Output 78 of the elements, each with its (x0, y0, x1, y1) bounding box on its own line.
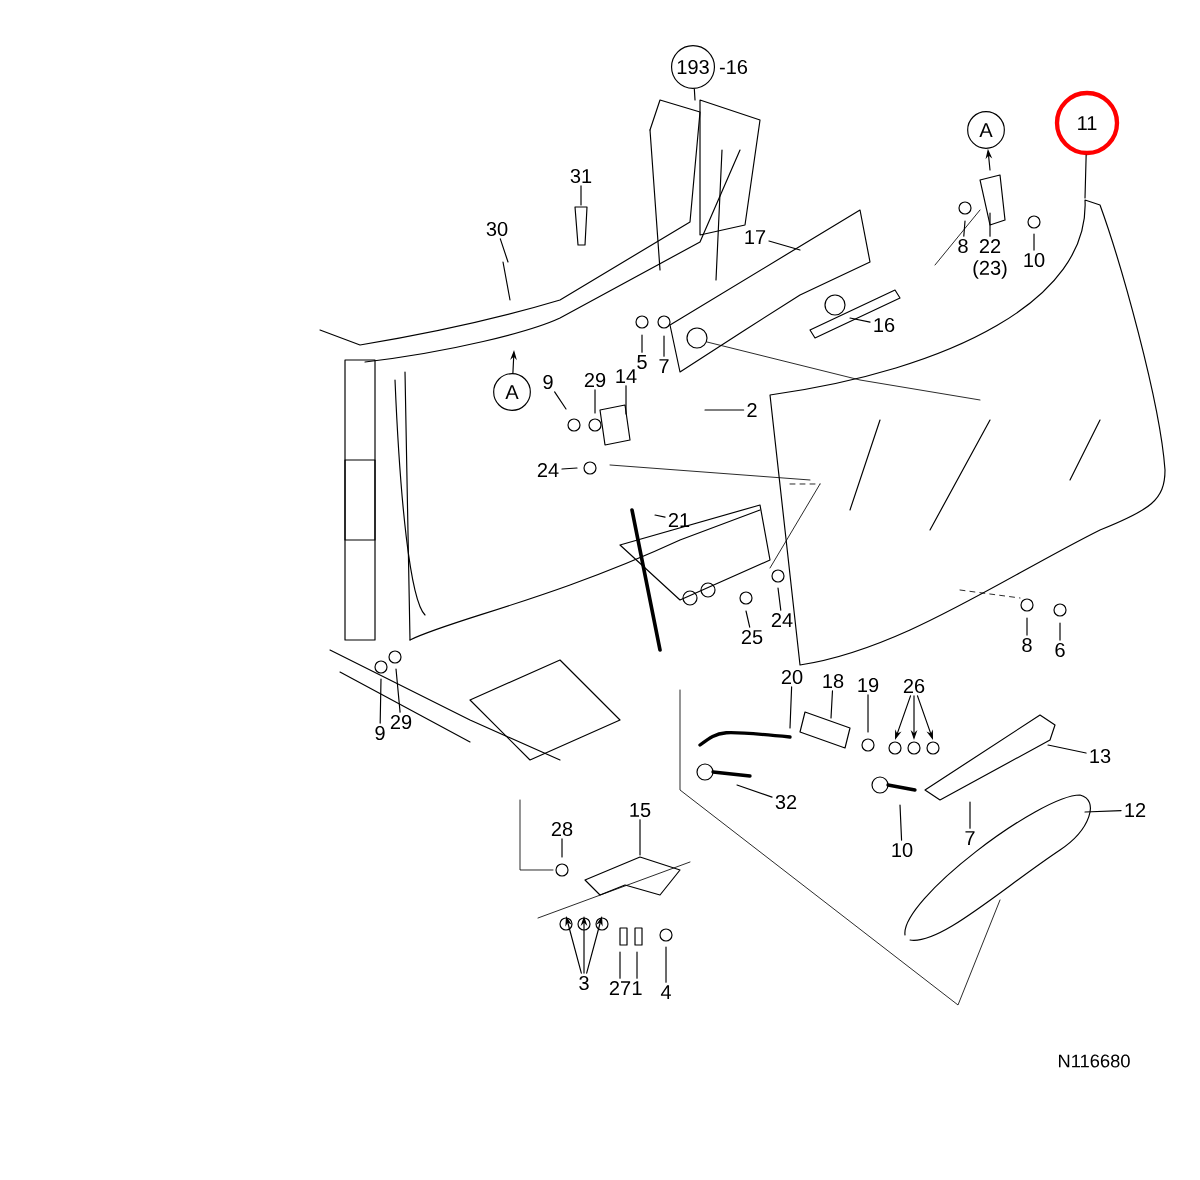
callout-number: 8 (958, 238, 968, 254)
leader-line (1059, 622, 1061, 641)
callout-number: 1 (632, 981, 642, 995)
leader-line (963, 220, 966, 237)
callout-number: 8 (1022, 637, 1032, 653)
callout-number: 2 (747, 403, 757, 417)
leader-line (594, 389, 596, 414)
leader-line (636, 951, 638, 979)
leader-line (1084, 154, 1087, 199)
callout-number: 19 (858, 677, 879, 693)
leader-line (625, 385, 627, 415)
callout-number: 24 (537, 463, 559, 477)
callout-suffix: -16 (719, 59, 748, 75)
leader-line (663, 335, 665, 357)
leader-line (580, 185, 582, 206)
callout-number: 27 (609, 981, 631, 995)
leader-line (1026, 617, 1028, 636)
leader-line (704, 409, 745, 411)
leader-line (499, 238, 509, 263)
callout-number: 29 (584, 372, 606, 388)
leader-line (745, 610, 751, 628)
callout-number: 21 (668, 513, 690, 527)
leader-line (867, 694, 869, 733)
leader-line (554, 391, 567, 410)
leader-line (768, 240, 801, 251)
callout-number: 30 (486, 221, 508, 237)
callout-number: 14 (616, 369, 637, 383)
leader-line (1033, 233, 1035, 251)
callout-number: 25 (741, 629, 763, 645)
leader-line (654, 514, 666, 518)
callout-number: 24 (771, 613, 793, 627)
callout-number: 29 (390, 714, 412, 730)
callout-number: 15 (630, 803, 651, 817)
callout-number: 7 (965, 831, 975, 845)
callout-number: 22 (23) (973, 239, 1007, 279)
leader-line (665, 946, 667, 983)
leader-line (830, 690, 834, 719)
leader-line (641, 334, 643, 353)
leader-line (989, 212, 991, 237)
leader-line (969, 801, 971, 829)
callout-number: 13 (1090, 748, 1111, 764)
callout-number: 28 (551, 821, 573, 837)
callout-number: 3 (579, 975, 589, 991)
callout-number: 9 (543, 374, 553, 390)
callout-number: 31 (570, 168, 592, 184)
leader-line (693, 88, 696, 101)
leader-line (849, 317, 871, 323)
leader-line (395, 668, 401, 713)
leader-line (736, 784, 773, 798)
callout-number: 12 (1125, 803, 1146, 817)
leader-line (899, 804, 903, 841)
callout-number: 16 (874, 317, 895, 333)
circled-callout: 193 (670, 44, 716, 90)
highlighted-callout: 11 (1054, 90, 1120, 156)
leader-line (561, 838, 563, 858)
leader-line (379, 678, 382, 724)
callout-number: 5 (637, 355, 647, 369)
leader-line (1047, 744, 1087, 754)
circled-callout: A (493, 373, 531, 411)
leader-line (639, 819, 641, 856)
callout-number: 4 (660, 985, 671, 999)
callout-number: 20 (781, 669, 803, 685)
circled-callout: A (967, 111, 1005, 149)
callout-number: 7 (659, 359, 669, 373)
callout-number: 17 (745, 230, 766, 244)
drawing-number: N116680 (1059, 1054, 1130, 1068)
leader-line (561, 467, 578, 470)
callout-number: 10 (1024, 252, 1045, 268)
leader-line (619, 951, 621, 979)
leader-line (789, 686, 793, 729)
callout-number: 26 (903, 678, 925, 694)
callout-number: 9 (375, 725, 385, 741)
callout-number: 32 (775, 794, 797, 810)
callout-number: 18 (823, 673, 844, 689)
leader-line (777, 587, 782, 611)
leader-line (1084, 809, 1122, 813)
callout-number: 10 (892, 842, 913, 858)
callout-number: 6 (1055, 642, 1065, 658)
